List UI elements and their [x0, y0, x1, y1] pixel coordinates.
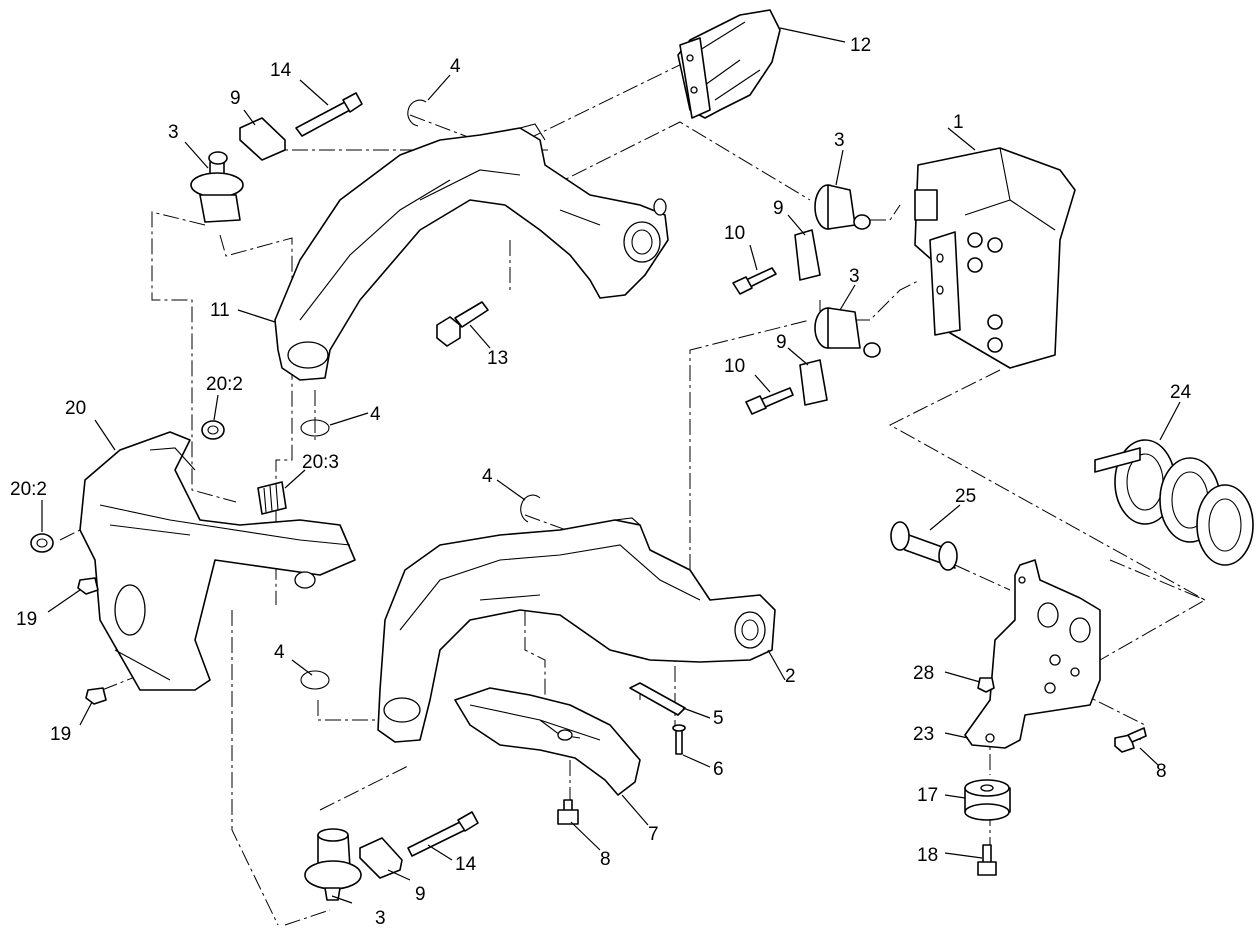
callout-11: 11 — [210, 300, 230, 321]
part-24-spring — [1094, 439, 1254, 566]
part-12-bracket — [677, 9, 781, 119]
part-28-screw — [977, 677, 995, 693]
part-4-snap-ring-bottom-left — [300, 670, 330, 690]
part-6-pin — [672, 724, 686, 755]
callout-4-mid-left: 4 — [370, 404, 381, 425]
part-4-snap-ring-mid-left — [300, 419, 330, 437]
part-9-clamp-upper-right — [794, 229, 821, 281]
callout-13: 13 — [487, 348, 508, 369]
part-1-housing — [914, 147, 1076, 369]
part-17-rubber-mount — [964, 779, 1011, 821]
callout-8-right: 8 — [1156, 761, 1167, 782]
part-19-bolt-upper — [77, 577, 99, 595]
part-20-3-bearing — [257, 481, 287, 515]
part-2-lower-control-arm — [377, 517, 776, 743]
callout-25: 25 — [955, 486, 976, 507]
part-8-bolt-right — [1114, 727, 1147, 753]
part-8-bolt-center — [557, 799, 579, 825]
callout-4-top: 4 — [450, 56, 461, 77]
part-14-bolt-bottom — [407, 811, 479, 857]
callout-20-2-upper: 20:2 — [206, 374, 243, 395]
part-18-bolt — [977, 844, 997, 876]
callout-9-bottom: 9 — [415, 884, 426, 905]
callout-28: 28 — [913, 663, 934, 684]
callout-10-lower: 10 — [724, 356, 745, 377]
part-20-2-bushing-left — [30, 533, 54, 553]
callout-20: 20 — [65, 398, 86, 419]
part-4-snap-ring-top — [407, 99, 427, 127]
part-3-bushing-upper-right — [814, 184, 871, 230]
callout-14-top: 14 — [270, 60, 292, 81]
callout-10-upper: 10 — [724, 223, 745, 244]
callout-3-bottom: 3 — [375, 908, 386, 929]
part-9-clamp-top — [239, 117, 286, 161]
part-3-bushing-mid-right — [814, 307, 881, 358]
callout-2: 2 — [785, 666, 796, 687]
callout-3-upper-right: 3 — [834, 130, 845, 151]
part-20-2-bushing-upper — [201, 420, 225, 440]
callout-4-bottom-left: 4 — [274, 642, 285, 663]
callout-14-bottom: 14 — [455, 854, 477, 875]
callout-18: 18 — [917, 845, 938, 866]
callout-17: 17 — [917, 785, 938, 806]
part-9-clamp-mid-right — [799, 359, 828, 406]
callout-4-center: 4 — [482, 466, 493, 487]
callout-23: 23 — [913, 724, 934, 745]
callout-6: 6 — [713, 759, 724, 780]
part-5-plate — [629, 682, 686, 716]
part-20-knuckle — [79, 431, 356, 691]
callout-9-top-left: 9 — [230, 88, 241, 109]
part-14-bolt-top — [295, 92, 363, 137]
part-11-upper-control-arm — [274, 123, 669, 381]
callout-19-lower: 19 — [50, 724, 71, 745]
callout-24: 24 — [1170, 382, 1192, 403]
callout-19-upper: 19 — [16, 609, 37, 630]
callout-9-upper-right: 9 — [773, 198, 784, 219]
part-13-bolt — [436, 301, 489, 347]
part-9-clamp-bottom — [359, 837, 403, 879]
part-3-ball-joint-bottom — [304, 828, 362, 901]
callout-labels: 1 2 3 3 3 3 4 4 4 4 5 6 7 8 8 9 9 9 9 10… — [10, 35, 1192, 929]
callout-3-top-left: 3 — [168, 122, 179, 143]
part-4-snap-ring-center — [520, 494, 541, 523]
callout-3-mid-right: 3 — [849, 266, 860, 287]
leader-lines — [41, 27, 1181, 904]
part-10-bolt-upper — [732, 267, 777, 295]
callout-7: 7 — [648, 824, 659, 845]
part-25-sleeve — [890, 521, 958, 571]
callout-1: 1 — [953, 112, 964, 133]
callout-12: 12 — [850, 35, 871, 56]
callout-5: 5 — [713, 708, 724, 729]
part-23-bracket — [964, 559, 1101, 749]
callout-8-center: 8 — [600, 849, 611, 870]
callout-20-3: 20:3 — [302, 452, 339, 473]
callout-9-mid-right: 9 — [776, 332, 787, 353]
part-3-ball-joint-top — [190, 151, 244, 223]
part-7-shield — [454, 687, 641, 796]
part-10-bolt-lower — [745, 387, 794, 415]
part-19-bolt-lower — [85, 687, 107, 705]
callout-20-2-left: 20:2 — [10, 479, 47, 500]
